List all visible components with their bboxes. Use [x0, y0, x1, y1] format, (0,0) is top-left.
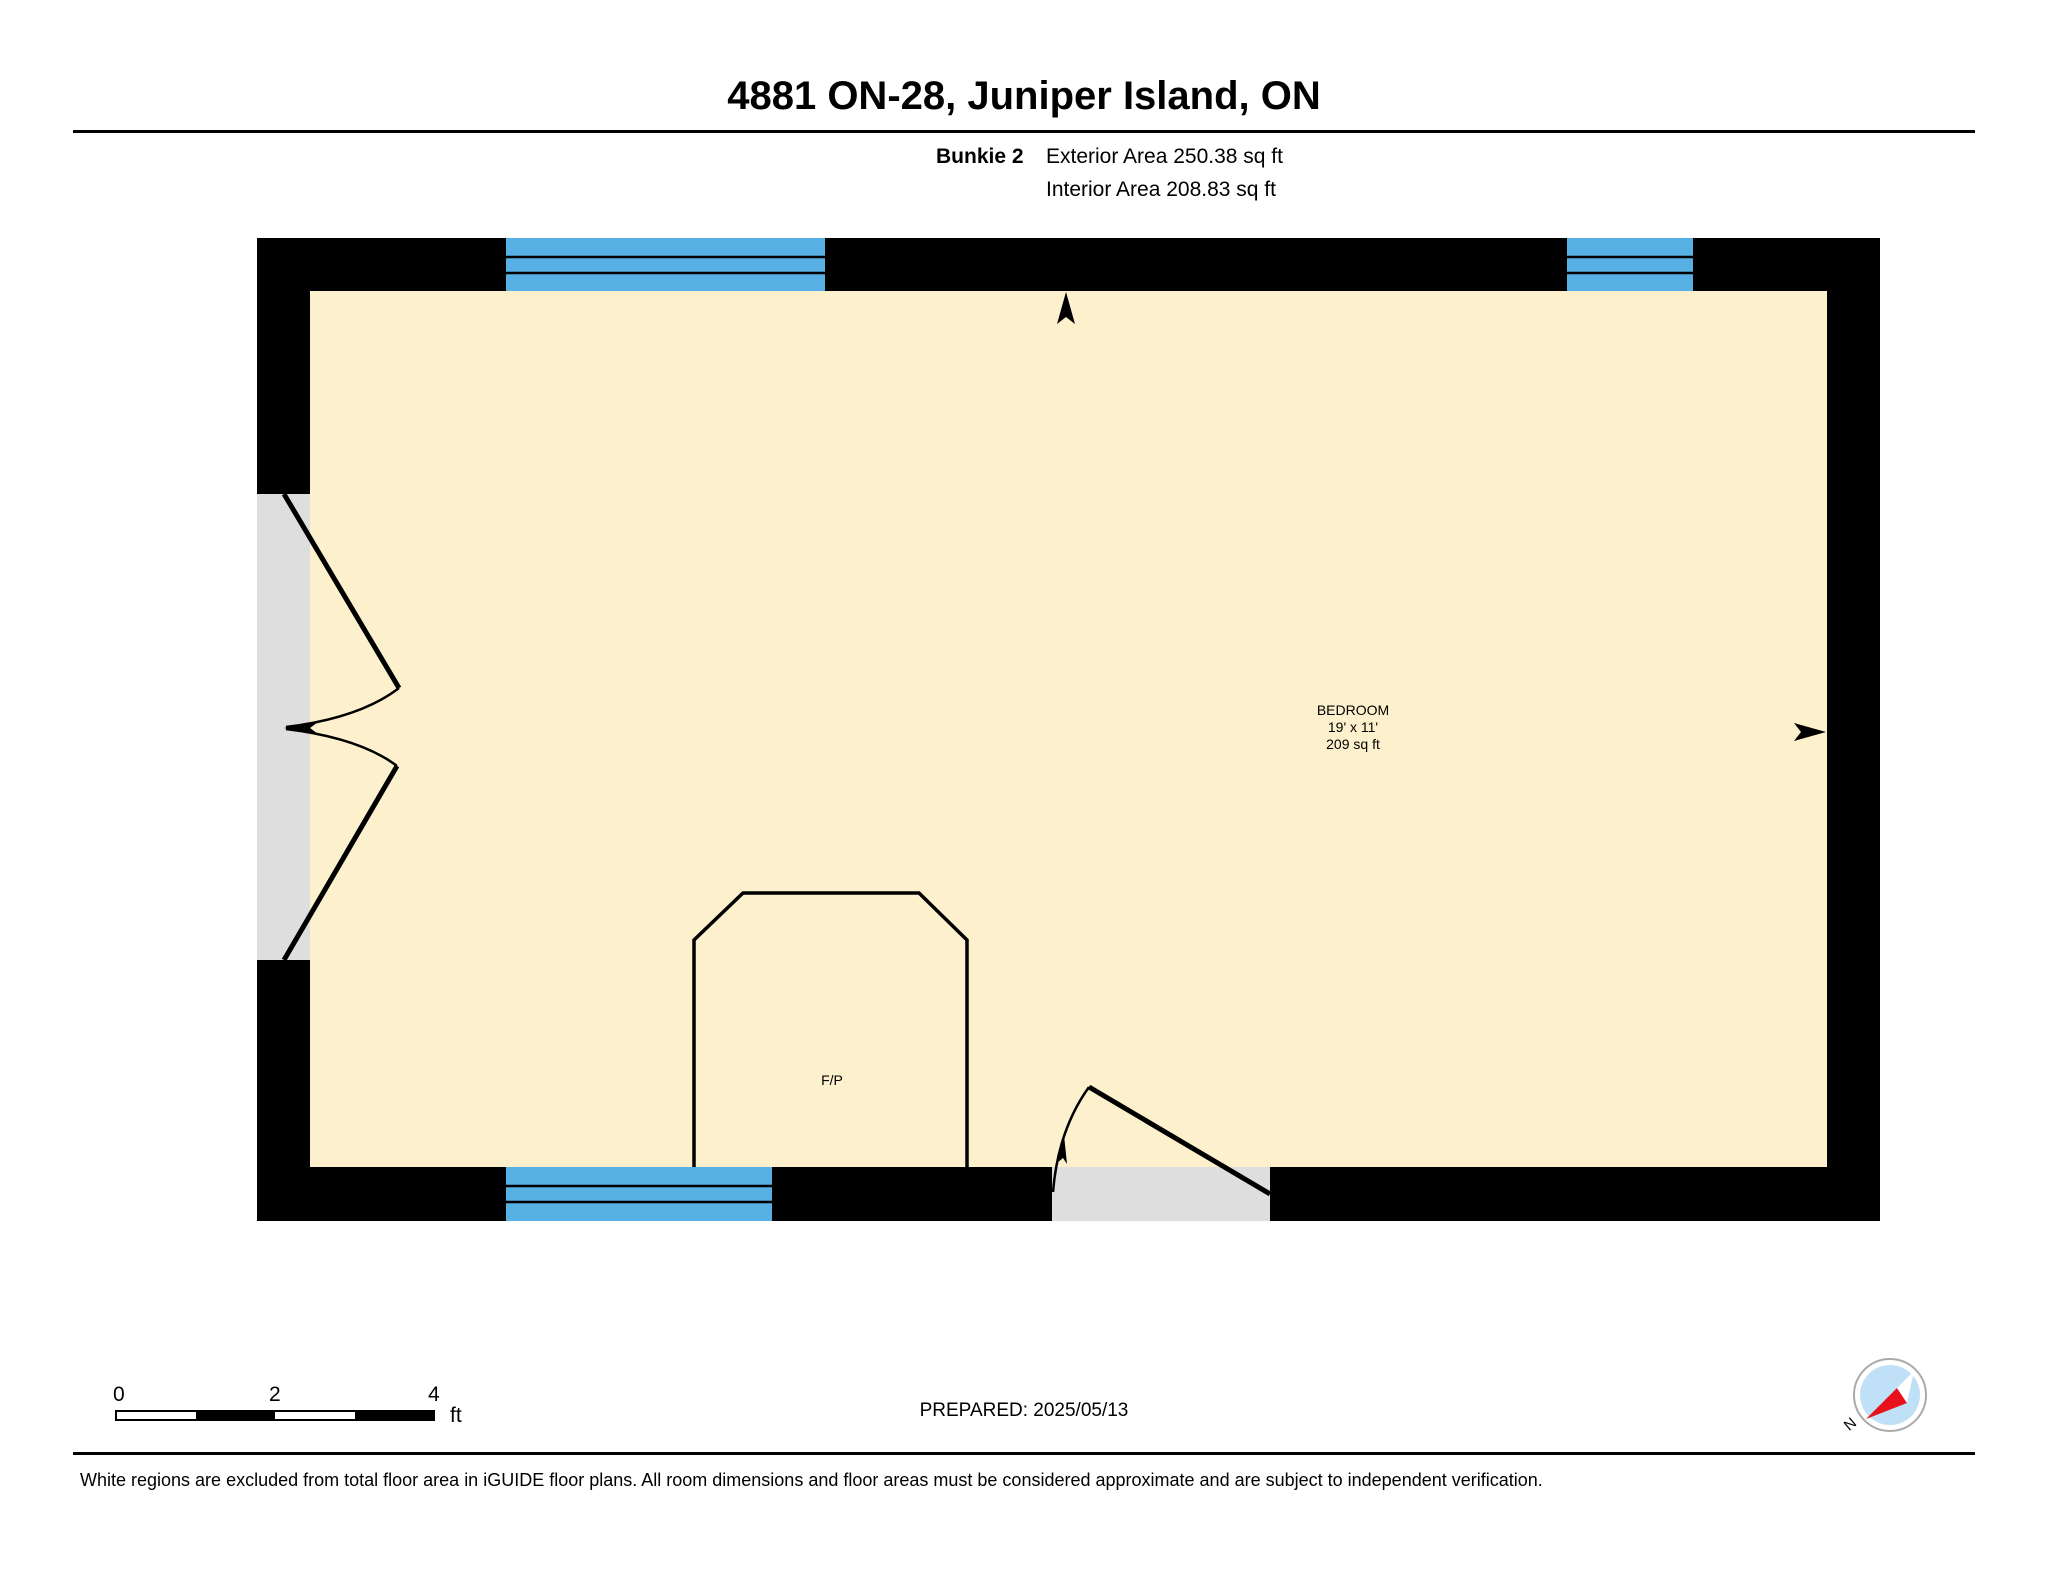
double-door-left — [281, 492, 402, 962]
door-opening-bottom — [1052, 1167, 1270, 1221]
window-bottom — [506, 1167, 772, 1221]
exterior-area: Exterior Area 250.38 sq ft — [1046, 145, 1283, 168]
fixture-label-fireplace: F/P — [821, 1072, 843, 1088]
swing-door-bottom — [1051, 1084, 1272, 1197]
title-underline — [73, 130, 1975, 133]
window-top-left — [506, 238, 825, 291]
floor-name-label: Bunkie 2 — [936, 145, 1024, 168]
scale-bar — [115, 1410, 435, 1421]
direction-arrow-right — [1794, 723, 1826, 741]
room-label-bedroom: BEDROOM 19' x 11' 209 sq ft — [1253, 702, 1453, 753]
window-top-right — [1567, 238, 1693, 291]
bedroom-floor — [310, 291, 1827, 1167]
scale-label-4: 4 — [428, 1383, 440, 1406]
scale-unit: ft — [450, 1404, 462, 1427]
fireplace-outline — [692, 891, 969, 1167]
scale-label-2: 2 — [269, 1383, 281, 1406]
compass-icon — [1853, 1358, 1927, 1432]
prepared-date: PREPARED: 2025/05/13 — [919, 1400, 1129, 1421]
disclaimer: White regions are excluded from total fl… — [80, 1470, 1543, 1490]
room-name: BEDROOM — [1316, 702, 1390, 718]
scale-label-0: 0 — [113, 1383, 125, 1406]
page-title: 4881 ON-28, Juniper Island, ON — [727, 74, 1321, 118]
floor-name: Bunkie 2 — [936, 144, 1024, 170]
interior-area: Interior Area 208.83 sq ft — [1046, 178, 1276, 201]
room-area: 209 sq ft — [1326, 736, 1380, 752]
footer-rule — [73, 1452, 1975, 1455]
room-dimensions: 19' x 11' — [1327, 719, 1379, 735]
direction-arrow-top — [1057, 292, 1075, 324]
